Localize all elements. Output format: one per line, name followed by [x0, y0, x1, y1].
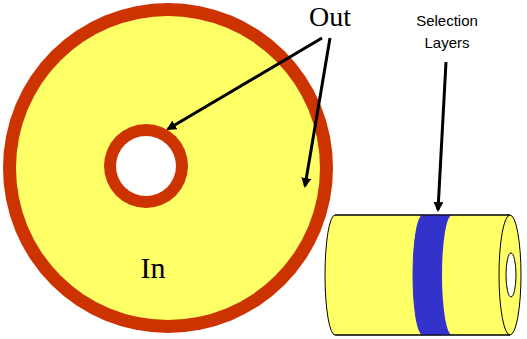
leader-arrow — [438, 62, 446, 210]
part-label: Out — [309, 0, 351, 34]
cylinder-side-view — [325, 215, 521, 335]
annulus-section — [3, 3, 333, 333]
leader-arrow — [305, 38, 330, 186]
leader-arrow — [168, 38, 322, 129]
leader-arrows — [168, 38, 446, 210]
part-label: Selection Layers — [409, 10, 485, 54]
region-label: In — [141, 250, 166, 286]
